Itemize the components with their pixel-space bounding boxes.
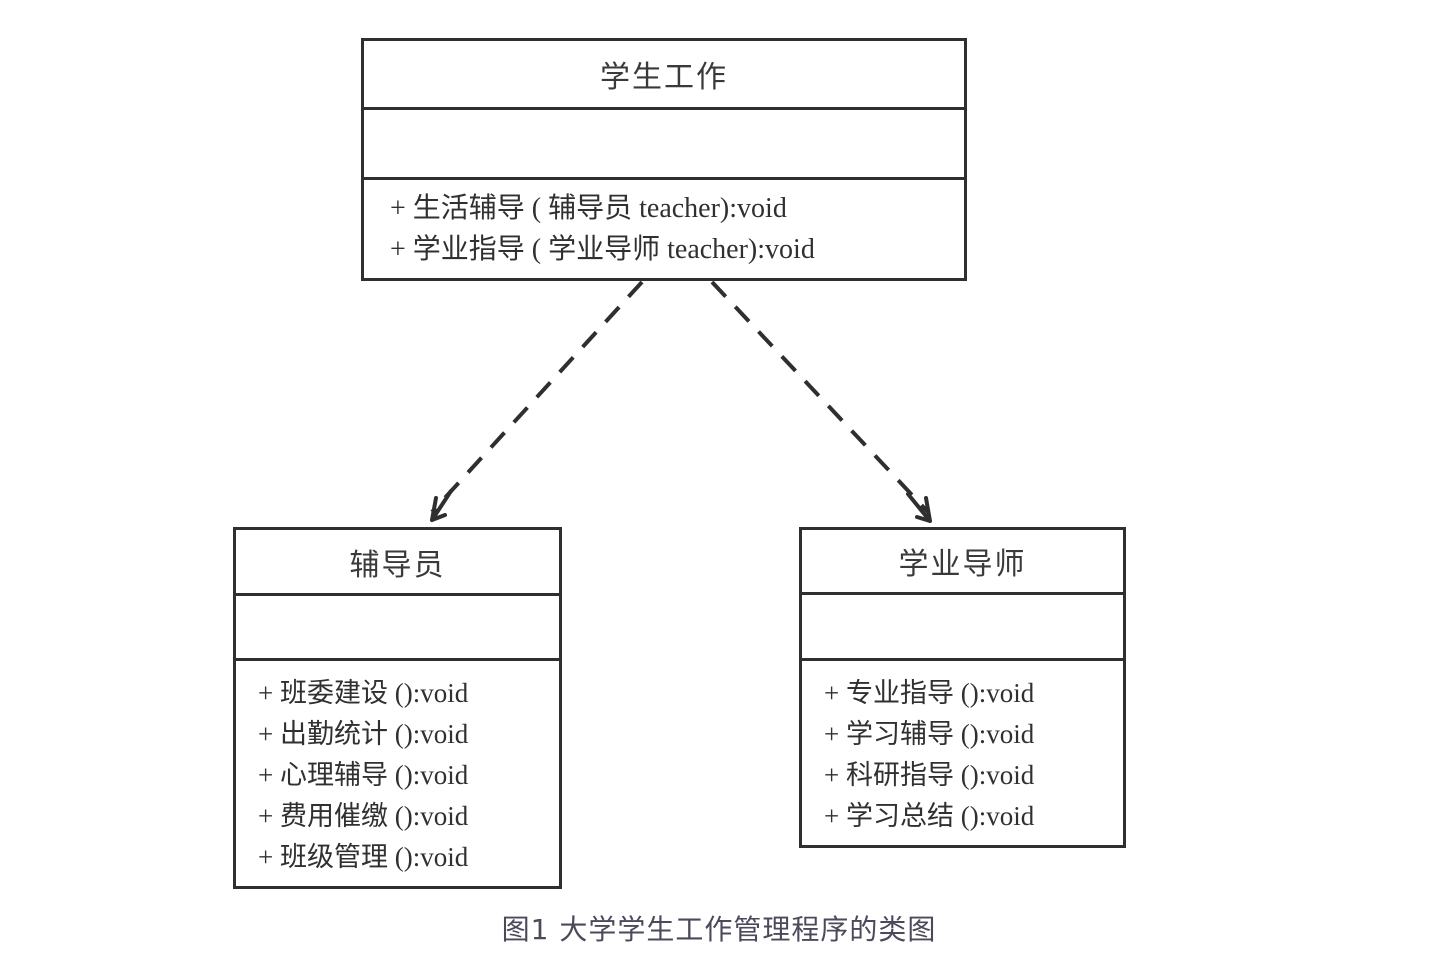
class-attributes-compartment bbox=[364, 110, 964, 180]
uml-class-student-work[interactable]: 学生工作 + 生活辅导 ( 辅导员 teacher):void + 学业指导 (… bbox=[361, 38, 967, 281]
class-name-compartment: 学生工作 bbox=[364, 41, 964, 110]
operation-item: + 学习总结 ():void bbox=[824, 801, 1035, 831]
class-operations-compartment: + 班委建设 ():void + 出勤统计 ():void + 心理辅导 ():… bbox=[236, 661, 559, 886]
uml-class-academic-advisor[interactable]: 学业导师 + 专业指导 ():void + 学习辅导 ():void + 科研指… bbox=[799, 527, 1126, 848]
operation-item: + 生活辅导 ( 辅导员 teacher):void bbox=[390, 193, 787, 224]
class-name-compartment: 辅导员 bbox=[236, 530, 559, 597]
operation-item: + 班级管理 ():void bbox=[258, 842, 469, 872]
operation-item: + 科研指导 ():void bbox=[824, 760, 1035, 790]
class-name-compartment: 学业导师 bbox=[802, 530, 1123, 595]
operation-item: + 学业指导 ( 学业导师 teacher):void bbox=[390, 234, 815, 265]
operation-item: + 学习辅导 ():void bbox=[824, 719, 1035, 749]
class-attributes-compartment bbox=[236, 596, 559, 661]
operation-item: + 出勤统计 ():void bbox=[258, 719, 469, 749]
operation-item: + 心理辅导 ():void bbox=[258, 760, 469, 790]
class-name-label: 学业导师 bbox=[898, 547, 1027, 581]
figure-caption: 图1 大学学生工作管理程序的类图 bbox=[501, 913, 937, 946]
operation-item: + 专业指导 ():void bbox=[824, 678, 1035, 708]
dependency-student-work-to-counselor bbox=[430, 280, 644, 522]
operation-item: + 班委建设 ():void bbox=[258, 678, 469, 708]
class-name-label: 辅导员 bbox=[349, 548, 446, 582]
operation-item: + 费用催缴 ():void bbox=[258, 801, 469, 831]
class-operations-compartment: + 生活辅导 ( 辅导员 teacher):void + 学业指导 ( 学业导师… bbox=[364, 180, 964, 278]
dependency-student-work-to-academic-advisor bbox=[710, 280, 932, 523]
class-attributes-compartment bbox=[802, 595, 1123, 661]
uml-class-counselor[interactable]: 辅导员 + 班委建设 ():void + 出勤统计 ():void + 心理辅导… bbox=[233, 527, 562, 889]
class-name-label: 学生工作 bbox=[600, 60, 728, 94]
class-operations-compartment: + 专业指导 ():void + 学习辅导 ():void + 科研指导 ():… bbox=[802, 661, 1123, 845]
